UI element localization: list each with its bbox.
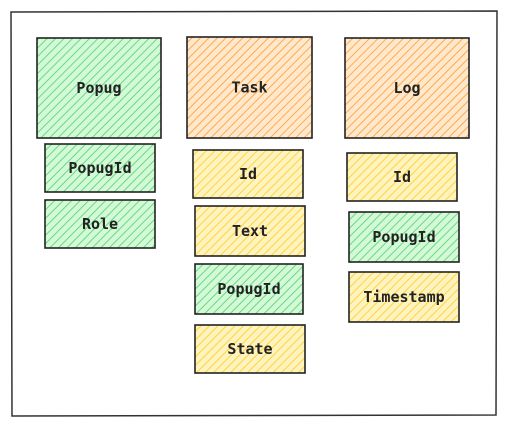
field-task-id-label: Id (239, 165, 257, 183)
field-popug-role-shape (44, 199, 156, 249)
field-popug-popugid-shape (44, 143, 156, 193)
field-log-timestamp-shape (348, 271, 460, 323)
field-task-text-shape (194, 205, 306, 257)
field-popug-role-label: Role (82, 215, 118, 233)
field-task-state-label: State (227, 340, 272, 358)
field-task-popugid-shape (194, 263, 304, 315)
field-task-text: Text (194, 205, 306, 257)
field-task-state-shape (194, 324, 306, 374)
field-task-id-shape (192, 149, 304, 199)
field-log-timestamp: Timestamp (348, 271, 460, 323)
entity-header-log-label: Log (393, 79, 420, 97)
field-task-state: State (194, 324, 306, 374)
field-log-popugid-label: PopugId (372, 228, 435, 246)
field-log-popugid-shape (348, 211, 460, 263)
field-popug-popugid: PopugId (44, 143, 156, 193)
entity-header-log: Log (344, 37, 470, 139)
field-task-id: Id (192, 149, 304, 199)
field-log-id: Id (346, 152, 458, 202)
field-log-timestamp-label: Timestamp (363, 288, 444, 306)
entity-header-log-shape (344, 37, 470, 139)
field-log-popugid: PopugId (348, 211, 460, 263)
field-popug-role: Role (44, 199, 156, 249)
field-task-popugid: PopugId (194, 263, 304, 315)
entity-header-popug-label: Popug (76, 79, 121, 97)
entity-header-popug: Popug (36, 37, 162, 139)
field-log-id-label: Id (393, 168, 411, 186)
field-task-text-label: Text (232, 222, 268, 240)
field-popug-popugid-label: PopugId (68, 159, 131, 177)
entity-header-task: Task (186, 36, 313, 139)
entity-header-task-shape (186, 36, 313, 139)
entity-header-popug-shape (36, 37, 162, 139)
entity-header-task-label: Task (231, 79, 267, 97)
field-task-popugid-label: PopugId (217, 280, 280, 298)
outer-frame (10, 10, 498, 417)
field-log-id-shape (346, 152, 458, 202)
